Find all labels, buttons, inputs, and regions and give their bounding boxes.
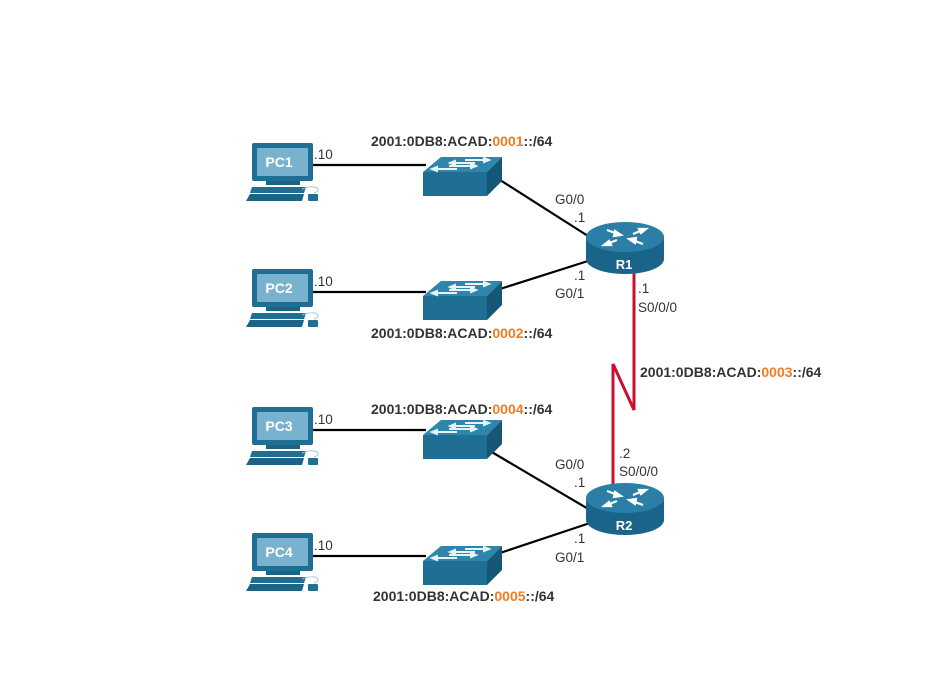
r2-g01-iface: G0/1 [555, 550, 584, 565]
pc-icon [246, 143, 319, 202]
pc1-ip-suffix: .10 [314, 147, 333, 162]
pc2[interactable]: PC2 [246, 269, 319, 328]
subnet-id: 0003 [761, 364, 792, 380]
r1-g01-ip: .1 [574, 268, 585, 283]
r1-label: R1 [616, 257, 633, 272]
r2-g00-iface: G0/0 [555, 457, 584, 472]
subnet-id: 0001 [492, 133, 523, 149]
r2-g01-ip: .1 [574, 531, 585, 546]
pc2-label: PC2 [265, 280, 292, 296]
pc4-ip-suffix: .10 [314, 538, 333, 553]
pc3[interactable]: PC3 [246, 407, 319, 466]
pc4-label: PC4 [265, 544, 292, 560]
pc2-ip-suffix: .10 [314, 274, 333, 289]
r1-g00-iface: G0/0 [555, 192, 584, 207]
network-label-2: 2001:0DB8:ACAD:0002::/64 [371, 325, 553, 341]
r1-g00-ip: .1 [574, 210, 585, 225]
subnet-id: 0002 [492, 325, 523, 341]
subnet-id: 0005 [494, 588, 525, 604]
ethernet-links [313, 163, 591, 558]
r2-s000-ip: .2 [619, 446, 630, 461]
pc-icon [246, 407, 319, 466]
link-s3-r2 [489, 450, 591, 511]
pc-icon [246, 533, 319, 592]
network-label-5: 2001:0DB8:ACAD:0005::/64 [373, 588, 555, 604]
r2-g00-ip: .1 [574, 475, 585, 490]
link-s4-r2 [499, 521, 591, 555]
pc3-ip-suffix: .10 [314, 412, 333, 427]
pc4[interactable]: PC4 [246, 533, 319, 592]
subnet-id: 0004 [492, 401, 523, 417]
switch-s1[interactable] [423, 157, 503, 197]
r1-g01-iface: G0/1 [555, 286, 584, 301]
r1-s000-ip: .1 [638, 281, 649, 296]
router-r1[interactable]: R1 [585, 221, 665, 275]
pc3-label: PC3 [265, 418, 292, 434]
pc1-label: PC1 [265, 154, 292, 170]
switch-s4[interactable] [423, 546, 503, 586]
router-r2[interactable]: R2 [585, 482, 665, 536]
network-label-3: 2001:0DB8:ACAD:0003::/64 [640, 364, 822, 380]
serial-link-r1-r2 [611, 270, 636, 490]
r2-label: R2 [616, 518, 633, 533]
network-label-1: 2001:0DB8:ACAD:0001::/64 [371, 133, 553, 149]
r2-s000-iface: S0/0/0 [619, 464, 658, 479]
pc-icon [246, 269, 319, 328]
switch-s3[interactable] [423, 420, 503, 460]
network-label-4: 2001:0DB8:ACAD:0004::/64 [371, 401, 553, 417]
link-s2-r1 [499, 259, 589, 291]
link-s1-r1 [499, 179, 589, 237]
r1-s000-iface: S0/0/0 [638, 300, 677, 315]
switch-s2[interactable] [423, 281, 503, 321]
pc1[interactable]: PC1 [246, 143, 319, 202]
